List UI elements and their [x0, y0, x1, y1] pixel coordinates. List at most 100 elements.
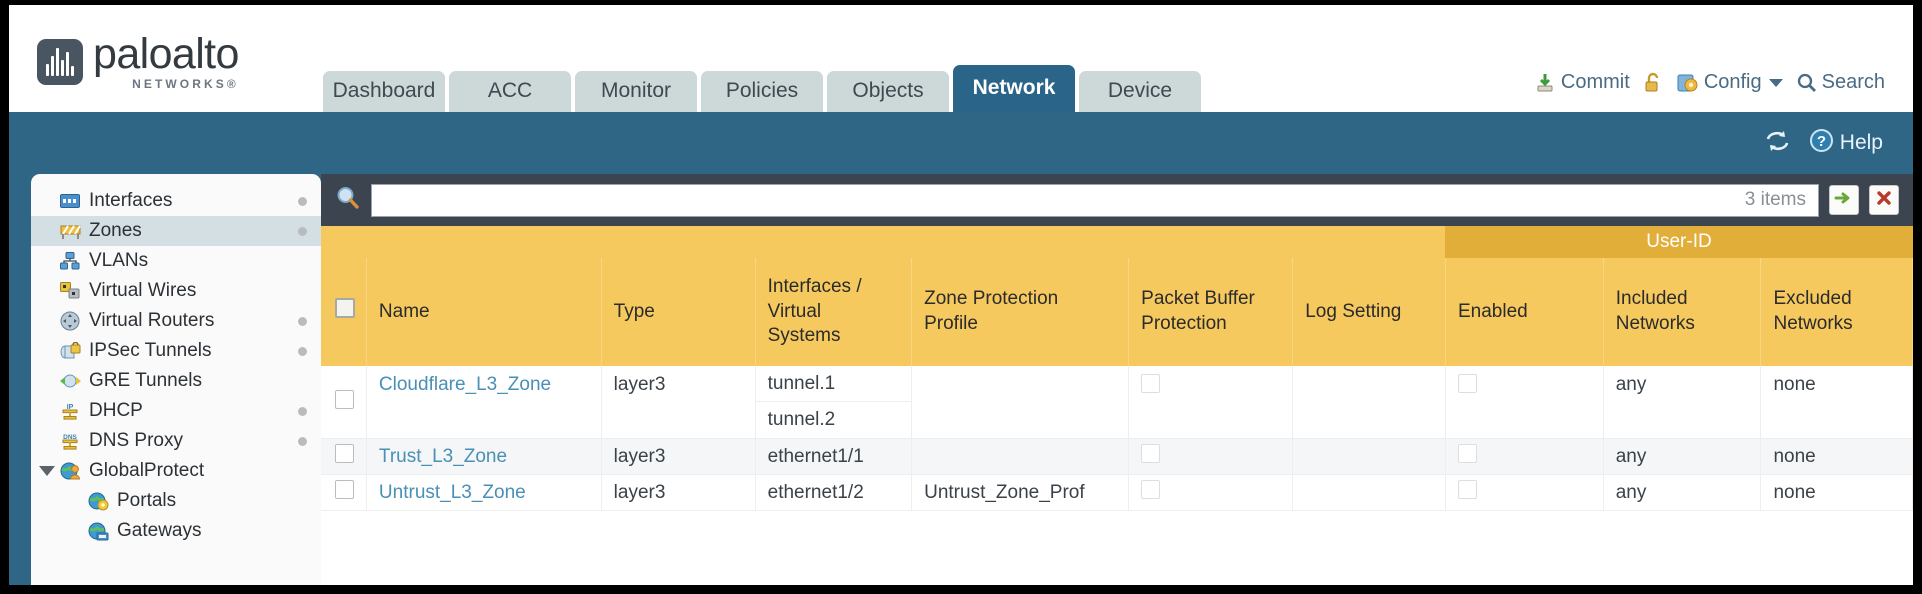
zone-name-link[interactable]: Cloudflare_L3_Zone	[378, 374, 552, 395]
interface-item: tunnel.1	[755, 366, 912, 402]
commit-download-icon	[1534, 72, 1556, 94]
config-label: Config	[1703, 71, 1762, 93]
column-header-zone-protection-profile[interactable]: Zone Protection Profile	[911, 258, 1130, 366]
table-row[interactable]: Cloudflare_L3_Zone layer3 tunnel.1 tunne…	[321, 366, 1913, 439]
row-select-cell	[321, 438, 367, 475]
cell-excluded-networks: none	[1760, 438, 1913, 475]
column-header-log-setting[interactable]: Log Setting	[1292, 258, 1446, 366]
search-input-wrapper[interactable]: 3 items	[371, 183, 1819, 217]
tab-device[interactable]: Device	[1079, 70, 1201, 112]
tab-network[interactable]: Network	[953, 64, 1075, 112]
select-all-checkbox[interactable]	[335, 298, 355, 319]
refresh-icon[interactable]	[1764, 129, 1791, 158]
clear-filter-button[interactable]	[1869, 185, 1899, 215]
sidebar-item-gre-tunnels[interactable]: GRE Tunnels	[31, 366, 321, 396]
cell-name: Trust_L3_Zone	[366, 438, 602, 475]
table-header-row: Name Type Interfaces / Virtual Systems Z…	[321, 258, 1913, 366]
cell-zone-protection-profile: Untrust_Zone_Prof	[911, 474, 1130, 511]
table-row[interactable]: Trust_L3_Zone layer3 ethernet1/1	[321, 438, 1913, 475]
packet-buffer-protection-checkbox[interactable]	[1141, 480, 1161, 499]
tab-acc[interactable]: ACC	[449, 70, 571, 112]
sidebar-item-vlans[interactable]: VLANs	[31, 246, 321, 276]
search-button[interactable]: Search	[1796, 71, 1885, 94]
sidebar-item-dhcp[interactable]: IP DHCP	[31, 396, 321, 426]
sidebar-item-dns-proxy[interactable]: DNS DNS Proxy	[31, 426, 321, 456]
row-checkbox[interactable]	[335, 444, 354, 463]
select-all-header	[321, 258, 367, 366]
cell-packet-buffer-protection	[1128, 438, 1294, 475]
tab-monitor[interactable]: Monitor	[575, 70, 697, 112]
row-checkbox[interactable]	[335, 389, 354, 409]
userid-enabled-checkbox[interactable]	[1457, 374, 1477, 393]
sidebar-item-virtual-wires[interactable]: Virtual Wires	[31, 276, 321, 306]
sidebar-item-interfaces[interactable]: Interfaces	[31, 186, 321, 216]
tab-policies[interactable]: Policies	[701, 70, 823, 112]
sub-toolbar: ? Help	[9, 112, 1913, 174]
sidebar-item-virtual-routers[interactable]: Virtual Routers	[31, 306, 321, 336]
commit-label: Commit	[1560, 71, 1630, 93]
column-header-name[interactable]: Name	[366, 258, 602, 366]
magnifier-icon	[1796, 72, 1817, 93]
column-header-included-networks[interactable]: Included Networks	[1603, 258, 1762, 366]
sidebar-item-portals[interactable]: Portals	[31, 486, 321, 516]
sidebar-label: GRE Tunnels	[89, 370, 202, 391]
svg-text:?: ?	[1817, 133, 1826, 150]
cell-included-networks: any	[1603, 438, 1762, 475]
cell-userid-enabled	[1445, 366, 1604, 439]
green-arrow-apply-icon	[1834, 189, 1854, 212]
cell-type: layer3	[601, 438, 756, 475]
cell-included-networks: any	[1603, 474, 1762, 511]
packet-buffer-protection-checkbox[interactable]	[1141, 444, 1161, 463]
sidebar-item-ipsec-tunnels[interactable]: IPSec Tunnels	[31, 336, 321, 366]
cell-log-setting	[1292, 366, 1446, 439]
gre-tunnels-icon	[59, 371, 81, 391]
cell-log-setting	[1292, 438, 1446, 475]
magnifier-icon[interactable]	[335, 185, 361, 216]
config-wrench-icon	[1676, 72, 1699, 94]
column-header-interfaces[interactable]: Interfaces / Virtual Systems	[755, 258, 913, 366]
cell-packet-buffer-protection	[1128, 366, 1294, 439]
row-checkbox[interactable]	[335, 480, 354, 499]
status-dot	[298, 346, 307, 356]
row-select-cell	[321, 366, 367, 439]
commit-button[interactable]: Commit	[1534, 71, 1630, 94]
cell-excluded-networks: none	[1760, 474, 1913, 511]
cell-userid-enabled	[1445, 438, 1604, 475]
cell-interfaces: tunnel.1 tunnel.2	[755, 366, 913, 439]
zones-icon	[59, 221, 81, 241]
userid-enabled-checkbox[interactable]	[1457, 444, 1477, 463]
help-button[interactable]: ? Help	[1809, 128, 1883, 159]
group-header-user-id: User-ID	[1445, 226, 1913, 258]
cell-userid-enabled	[1445, 474, 1604, 511]
sidebar-label: Virtual Routers	[89, 310, 215, 331]
config-lock-button[interactable]	[1643, 72, 1663, 94]
zone-name-link[interactable]: Untrust_L3_Zone	[378, 481, 526, 503]
table-row[interactable]: Untrust_L3_Zone layer3 ethernet1/2 Untru…	[321, 474, 1913, 511]
apply-filter-button[interactable]	[1829, 185, 1859, 215]
column-header-packet-buffer-protection[interactable]: Packet Buffer Protection	[1128, 258, 1294, 366]
userid-enabled-checkbox[interactable]	[1457, 480, 1477, 499]
tab-objects[interactable]: Objects	[827, 70, 949, 112]
column-header-excluded-networks[interactable]: Excluded Networks	[1760, 258, 1913, 366]
sidebar-label: DNS Proxy	[89, 430, 183, 451]
tab-dashboard[interactable]: Dashboard	[323, 70, 445, 112]
masthead: paloalto NETWORKS® Dashboard ACC Monitor…	[9, 5, 1913, 112]
sidebar-label: VLANs	[89, 250, 149, 271]
chevron-down-icon[interactable]	[1768, 78, 1783, 87]
column-header-type[interactable]: Type	[601, 258, 756, 366]
packet-buffer-protection-checkbox[interactable]	[1141, 374, 1161, 393]
sidebar-item-globalprotect[interactable]: GlobalProtect	[31, 456, 321, 486]
cell-type: layer3	[601, 366, 756, 439]
column-header-enabled[interactable]: Enabled	[1445, 258, 1604, 366]
zones-table: User-ID Name Type Interfaces / Virtual S…	[321, 226, 1913, 511]
search-input[interactable]	[372, 183, 1745, 217]
sidebar-item-zones[interactable]: Zones	[31, 216, 321, 246]
sidebar-item-gateways[interactable]: Gateways	[31, 516, 321, 546]
config-menu-button[interactable]: Config	[1676, 71, 1783, 94]
zone-name-link[interactable]: Trust_L3_Zone	[378, 445, 508, 467]
network-sidebar: Interfaces Zones VLANs Vir	[31, 174, 321, 585]
brand-name: paloalto	[93, 30, 239, 78]
expander-triangle-icon[interactable]	[39, 466, 55, 476]
help-label: Help	[1839, 131, 1883, 154]
